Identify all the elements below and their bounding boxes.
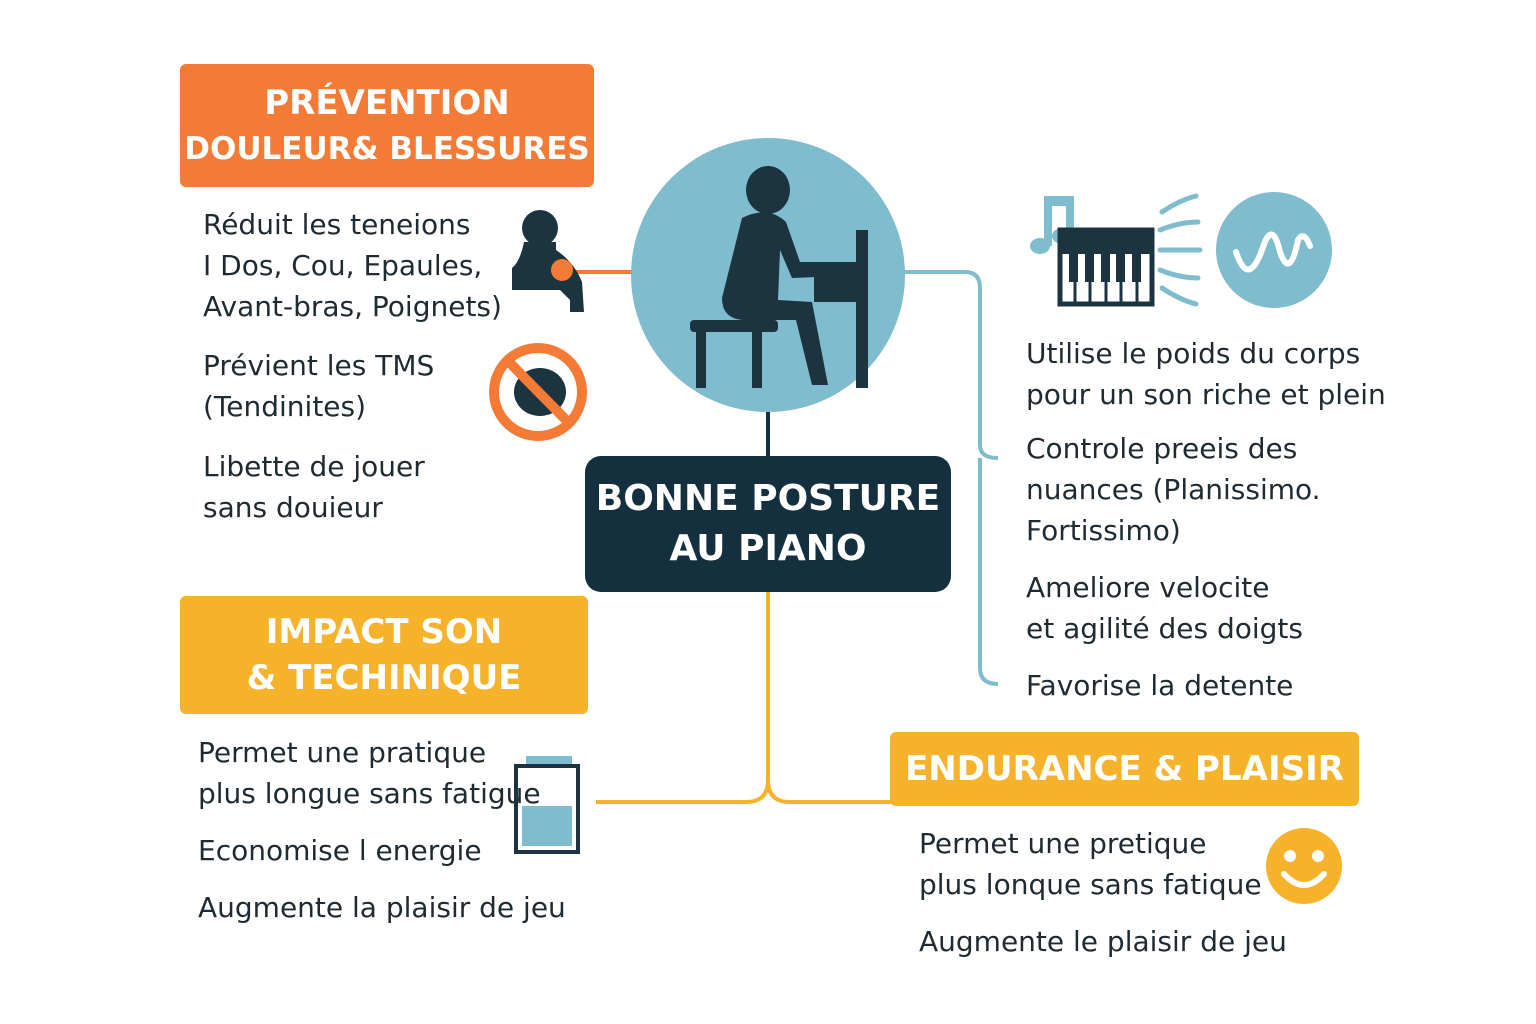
center-title-line2: AU PIANO xyxy=(669,528,867,569)
sound-item-3: Ameliore velocite et agilité des doigts xyxy=(1026,571,1303,645)
sound-item-2: Controle preeis des nuances (Planissimo.… xyxy=(1026,432,1321,547)
impact-item-1: Permet une pratique plus longue sans fat… xyxy=(198,736,541,810)
center-title-box: BONNE POSTURE AU PIANO xyxy=(585,456,951,592)
endurance-title: ENDURANCE & PLAISIR xyxy=(905,749,1344,789)
endurance-item-1: Permet une pretique plus lonque sans fat… xyxy=(919,827,1262,901)
sound-item-1: Utilise le poids du corps pour un son ri… xyxy=(1026,337,1386,411)
prevention-item-2: Prévient les TMS (Tendinites) xyxy=(203,349,435,423)
impact-item-3: Augmente la plaisir de jeu xyxy=(198,891,566,924)
endurance-item-2: Augmente le plaisir de jeu xyxy=(919,925,1287,958)
impact-title-line2: & TECHINIQUE xyxy=(246,658,522,698)
battery-icon xyxy=(514,756,580,854)
endurance-banner: ENDURANCE & PLAISIR xyxy=(890,732,1359,806)
sound-item-4: Favorise la detente xyxy=(1026,669,1294,702)
connector-impact-endurance xyxy=(596,592,892,804)
neck-pain-icon xyxy=(512,210,584,312)
pianist-icon xyxy=(690,166,868,388)
prevention-item-1: Réduit les teneions I Dos, Cou, Epaules,… xyxy=(203,208,502,323)
smiley-icon xyxy=(1266,828,1342,904)
prevention-item-3: Libette de jouer sans douieur xyxy=(203,450,425,524)
impact-title-line1: IMPACT SON xyxy=(265,612,503,652)
center-title-line1: BONNE POSTURE xyxy=(595,478,941,519)
impact-banner: IMPACT SON & TECHINIQUE xyxy=(180,596,588,714)
prevention-title-line2: DOULEUR& BLESSURES xyxy=(184,130,590,167)
piano-keys-icon xyxy=(1057,227,1155,307)
music-wave-icon xyxy=(1216,192,1332,308)
prevention-title-line1: PRÉVENTION xyxy=(264,82,510,123)
impact-item-2: Economise l energie xyxy=(198,834,482,867)
sound-waves-icon xyxy=(1157,193,1203,307)
prevention-banner: PRÉVENTION DOULEUR& BLESSURES xyxy=(180,64,594,187)
connector-sound xyxy=(900,270,999,686)
no-pain-icon xyxy=(489,343,587,441)
